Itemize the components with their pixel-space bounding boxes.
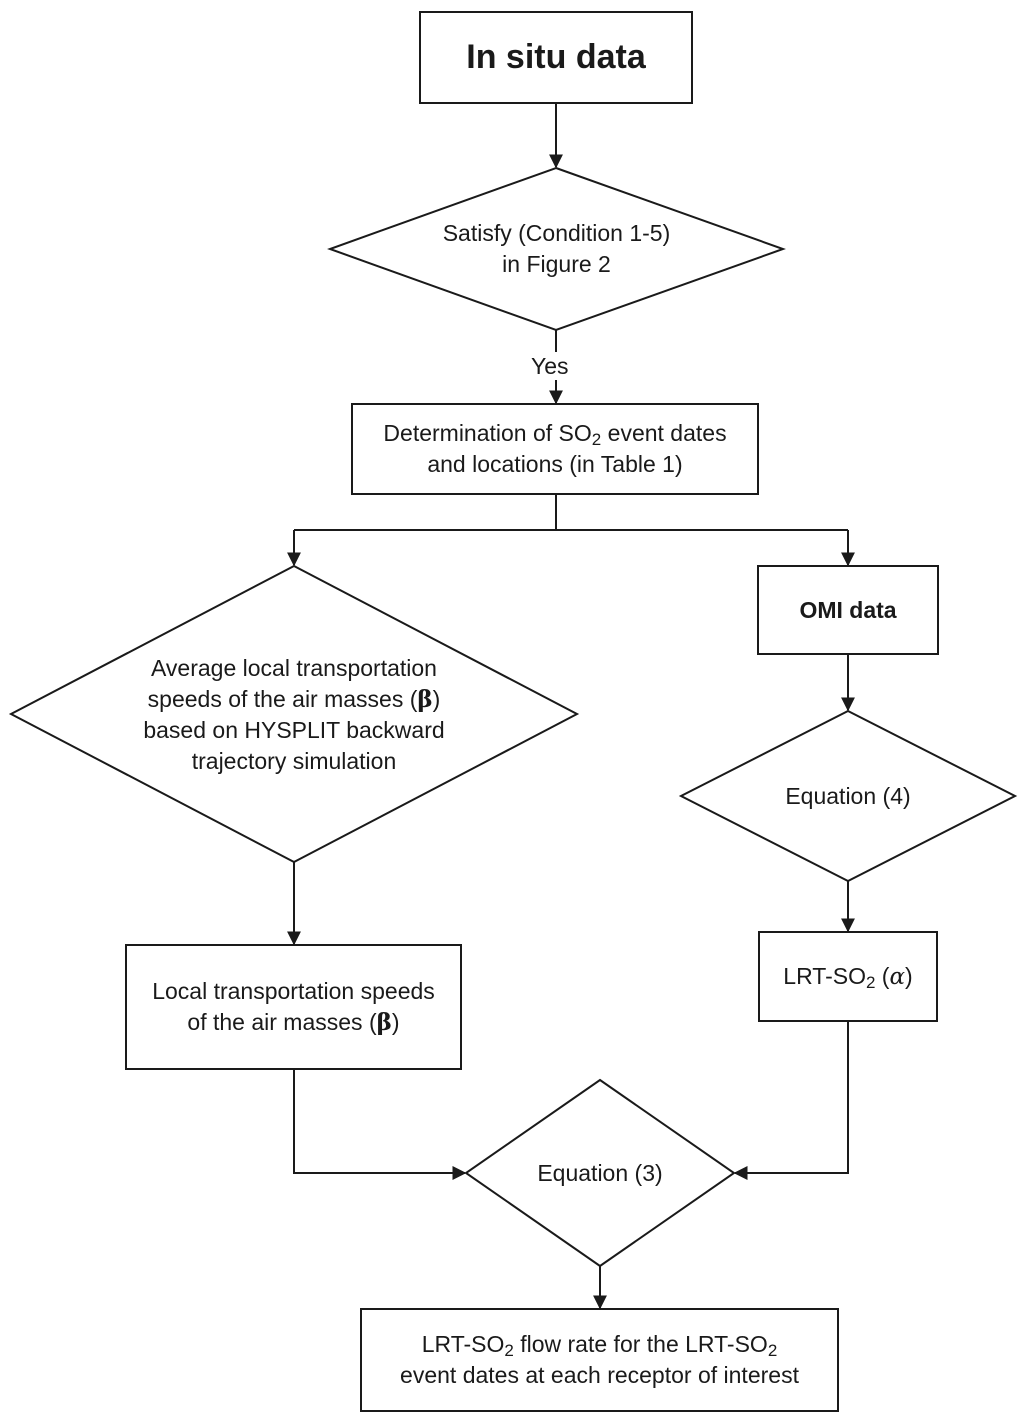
final-line2: event dates at each receptor of interest — [400, 1362, 799, 1388]
local-line2-post: ) — [391, 1009, 400, 1035]
equation4-text: Equation (4) — [785, 782, 911, 809]
average-line2-pre: speeds of the air masses ( — [147, 686, 418, 712]
final-line1-a: LRT-SO — [421, 1331, 505, 1357]
final-line1-sub2: 2 — [767, 1341, 778, 1360]
determination-line1-sub: 2 — [591, 430, 602, 449]
arrow-local-to-equation3 — [293, 1069, 467, 1180]
average-line1: Average local transportation — [151, 655, 437, 681]
lrt-alpha-mid: ( — [875, 962, 890, 989]
final-line1-b: flow rate for the LRT-SO — [513, 1331, 768, 1357]
final-line1-sub1: 2 — [504, 1341, 514, 1360]
omi-label: OMI data — [758, 566, 938, 654]
satisfy-line1: Satisfy (Condition 1-5) — [442, 220, 671, 246]
determination-line1-pre: Determination of SO — [383, 420, 592, 446]
final-line1: LRT-SO2 flow rate for the LRT-SO2 — [422, 1329, 778, 1360]
equation3-label: Equation (3) — [466, 1080, 734, 1266]
omi-text: OMI data — [799, 596, 897, 623]
equation3-text: Equation (3) — [537, 1159, 663, 1186]
lrt-alpha-pre: LRT-SO — [783, 962, 866, 989]
equation4-label: Equation (4) — [681, 711, 1015, 881]
average-label: Average local transportation speeds of t… — [60, 640, 528, 790]
final-label: LRT-SO2 flow rate for the LRT-SO2 event … — [361, 1309, 838, 1411]
average-line3: based on HYSPLIT backward — [143, 717, 445, 743]
determination-line1-post: event dates — [601, 420, 727, 446]
in-situ-label: In situ data — [420, 12, 692, 103]
beta-symbol: β — [417, 686, 433, 713]
local-speeds-label: Local transportation speeds of the air m… — [126, 945, 461, 1069]
local-line1: Local transportation speeds — [152, 978, 435, 1004]
lrt-alpha-text: LRT-SO2 (α) — [783, 961, 912, 993]
average-line2-post: ) — [432, 686, 441, 712]
satisfy-line2: in Figure 2 — [502, 251, 611, 277]
lrt-alpha-post: ) — [905, 962, 913, 989]
yes-label: Yes — [531, 353, 569, 379]
lrt-alpha-sub: 2 — [865, 972, 876, 992]
satisfy-label: Satisfy (Condition 1-5) in Figure 2 — [330, 168, 783, 330]
average-line2: speeds of the air masses (β) — [148, 684, 441, 715]
average-line4: trajectory simulation — [191, 748, 397, 774]
in-situ-text: In situ data — [466, 38, 646, 76]
determination-line1: Determination of SO2 event dates — [383, 418, 726, 449]
local-line2: of the air masses (β) — [187, 1007, 399, 1038]
lrt-alpha-label: LRT-SO2 (α) — [759, 932, 937, 1021]
beta-symbol: β — [376, 1009, 392, 1036]
determination-line2: and locations (in Table 1) — [427, 451, 683, 477]
alpha-symbol: α — [889, 963, 906, 990]
determination-label: Determination of SO2 event dates and loc… — [352, 404, 758, 494]
local-line2-pre: of the air masses ( — [187, 1009, 377, 1035]
arrow-lrt-to-equation3 — [733, 1021, 849, 1180]
